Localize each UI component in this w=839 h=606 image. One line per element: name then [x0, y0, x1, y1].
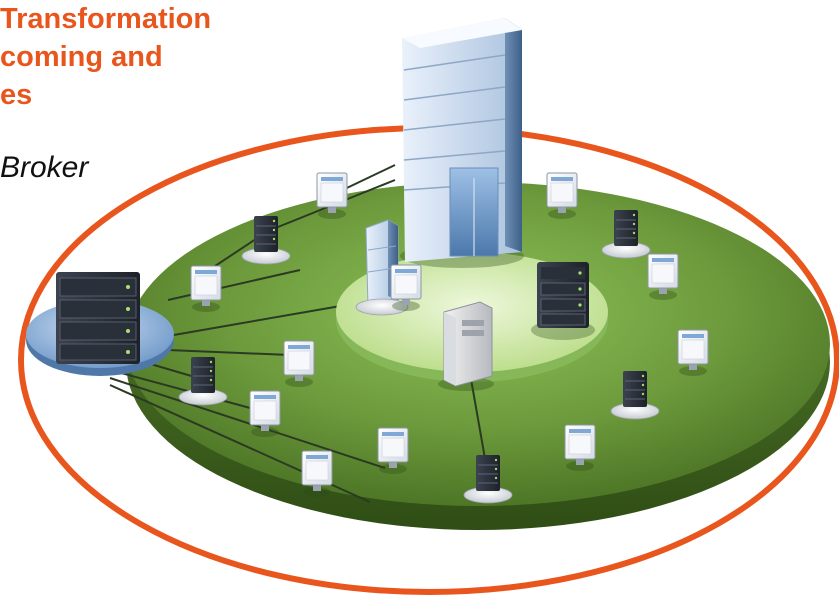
server-rack-icon [56, 272, 140, 364]
desktop-monitor-icon [283, 340, 315, 388]
tower-server-icon [438, 301, 494, 391]
desktop-monitor-icon [316, 172, 348, 220]
desktop-monitor-icon [301, 450, 333, 498]
desktop-monitor-icon [190, 265, 222, 313]
slide-heading: Transformation coming and es [0, 0, 211, 114]
desktop-monitor-icon [546, 172, 578, 220]
server-rack-icon [531, 262, 595, 340]
desktop-monitor-icon [249, 390, 281, 438]
heading-line: Transformation [0, 3, 212, 35]
desktop-monitor-icon [564, 424, 596, 472]
heading-line: es [0, 79, 33, 111]
heading-line: coming and [0, 41, 163, 73]
desktop-monitor-icon [677, 329, 709, 377]
desktop-monitor-icon [377, 427, 409, 475]
desktop-monitor-icon [390, 264, 422, 312]
office-building-icon [400, 18, 524, 268]
slide-subheading: Broker [0, 151, 89, 184]
desktop-monitor-icon [647, 253, 679, 301]
